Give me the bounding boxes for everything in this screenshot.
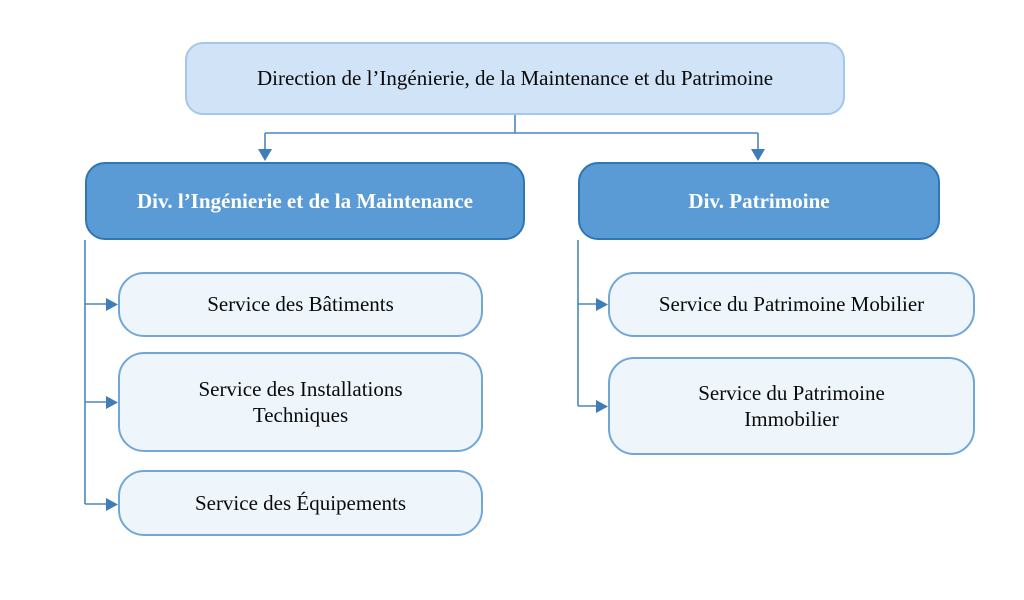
node-service-batiments: Service des Bâtiments	[118, 272, 483, 337]
node-service-batiments-label: Service des Bâtiments	[207, 292, 394, 317]
arrow-right-right-service-1-icon	[596, 298, 608, 311]
node-service-equipements: Service des Équipements	[118, 470, 483, 536]
node-division-ingenierie-maintenance: Div. l’Ingénierie et de la Maintenance	[85, 162, 525, 240]
node-service-installations-techniques: Service des Installations Techniques	[118, 352, 483, 452]
arrow-right-left-service-2-icon	[106, 396, 118, 409]
node-service-patrimoine-immobilier-label: Service du Patrimoine Immobilier	[698, 380, 885, 431]
arrow-right-right-service-2-icon	[596, 400, 608, 413]
node-division-patrimoine: Div. Patrimoine	[578, 162, 940, 240]
arrow-down-left-division-icon	[258, 149, 272, 161]
node-service-equipements-label: Service des Équipements	[194, 490, 407, 515]
arrow-right-left-service-3-icon	[106, 498, 118, 511]
arrow-right-left-service-1-icon	[106, 298, 118, 311]
arrow-down-right-division-icon	[751, 149, 765, 161]
node-division-ingenierie-maintenance-label: Div. l’Ingénierie et de la Maintenance	[137, 188, 473, 213]
node-direction-label: Direction de l’Ingénierie, de la Mainten…	[256, 66, 774, 91]
node-service-patrimoine-mobilier: Service du Patrimoine Mobilier	[608, 272, 975, 337]
node-service-patrimoine-mobilier-label: Service du Patrimoine Mobilier	[658, 292, 925, 317]
node-service-patrimoine-immobilier: Service du Patrimoine Immobilier	[608, 357, 975, 455]
node-direction: Direction de l’Ingénierie, de la Mainten…	[185, 42, 845, 115]
node-division-patrimoine-label: Div. Patrimoine	[688, 188, 830, 213]
node-service-installations-techniques-label: Service des Installations Techniques	[198, 376, 403, 427]
